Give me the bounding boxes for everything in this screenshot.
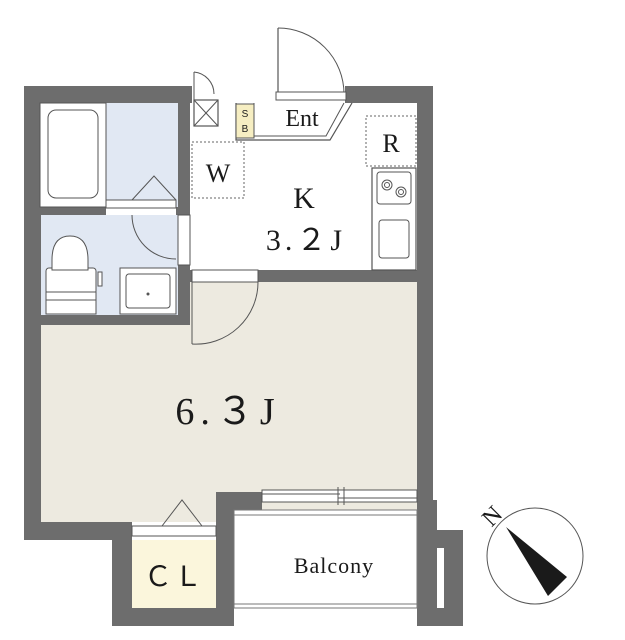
- sink: [378, 219, 410, 259]
- refrigerator-label: R: [382, 129, 400, 158]
- shoe-box-label-bottom: B: [242, 124, 249, 135]
- entrance-label: Ent: [285, 106, 319, 132]
- closet-label: ＣＬ: [144, 562, 204, 593]
- meter-box-door: [193, 71, 219, 127]
- entrance-door: [192, 27, 347, 103]
- burner-icon: [395, 186, 407, 198]
- stove: [376, 171, 412, 205]
- burner-icon: [381, 179, 393, 191]
- refrigerator-space: [365, 115, 417, 167]
- washbasin: [119, 267, 177, 315]
- walls: [24, 86, 463, 626]
- main-room-size-label: 6.３J: [175, 391, 280, 433]
- washer-space: [191, 141, 245, 199]
- north-arrow-icon: [506, 527, 567, 596]
- compass: N: [477, 501, 584, 605]
- kitchen-counter: [371, 167, 417, 271]
- shoe-box: S B: [235, 103, 255, 139]
- balcony-sliding-window: [261, 487, 418, 505]
- kitchen-size-label: 3.２J: [266, 224, 346, 257]
- closet-door: [131, 499, 217, 537]
- closet-floor: [130, 540, 216, 608]
- toilet: [45, 235, 103, 315]
- main-room-door: [191, 269, 259, 345]
- shoe-box-label-top: S: [242, 109, 249, 120]
- balcony-label: Balcony: [294, 553, 374, 578]
- bathroom-door: [131, 175, 191, 266]
- bathtub: [39, 102, 177, 209]
- washer-label: W: [206, 159, 231, 188]
- balcony-area: [233, 509, 418, 609]
- kitchen-label: K: [293, 182, 315, 215]
